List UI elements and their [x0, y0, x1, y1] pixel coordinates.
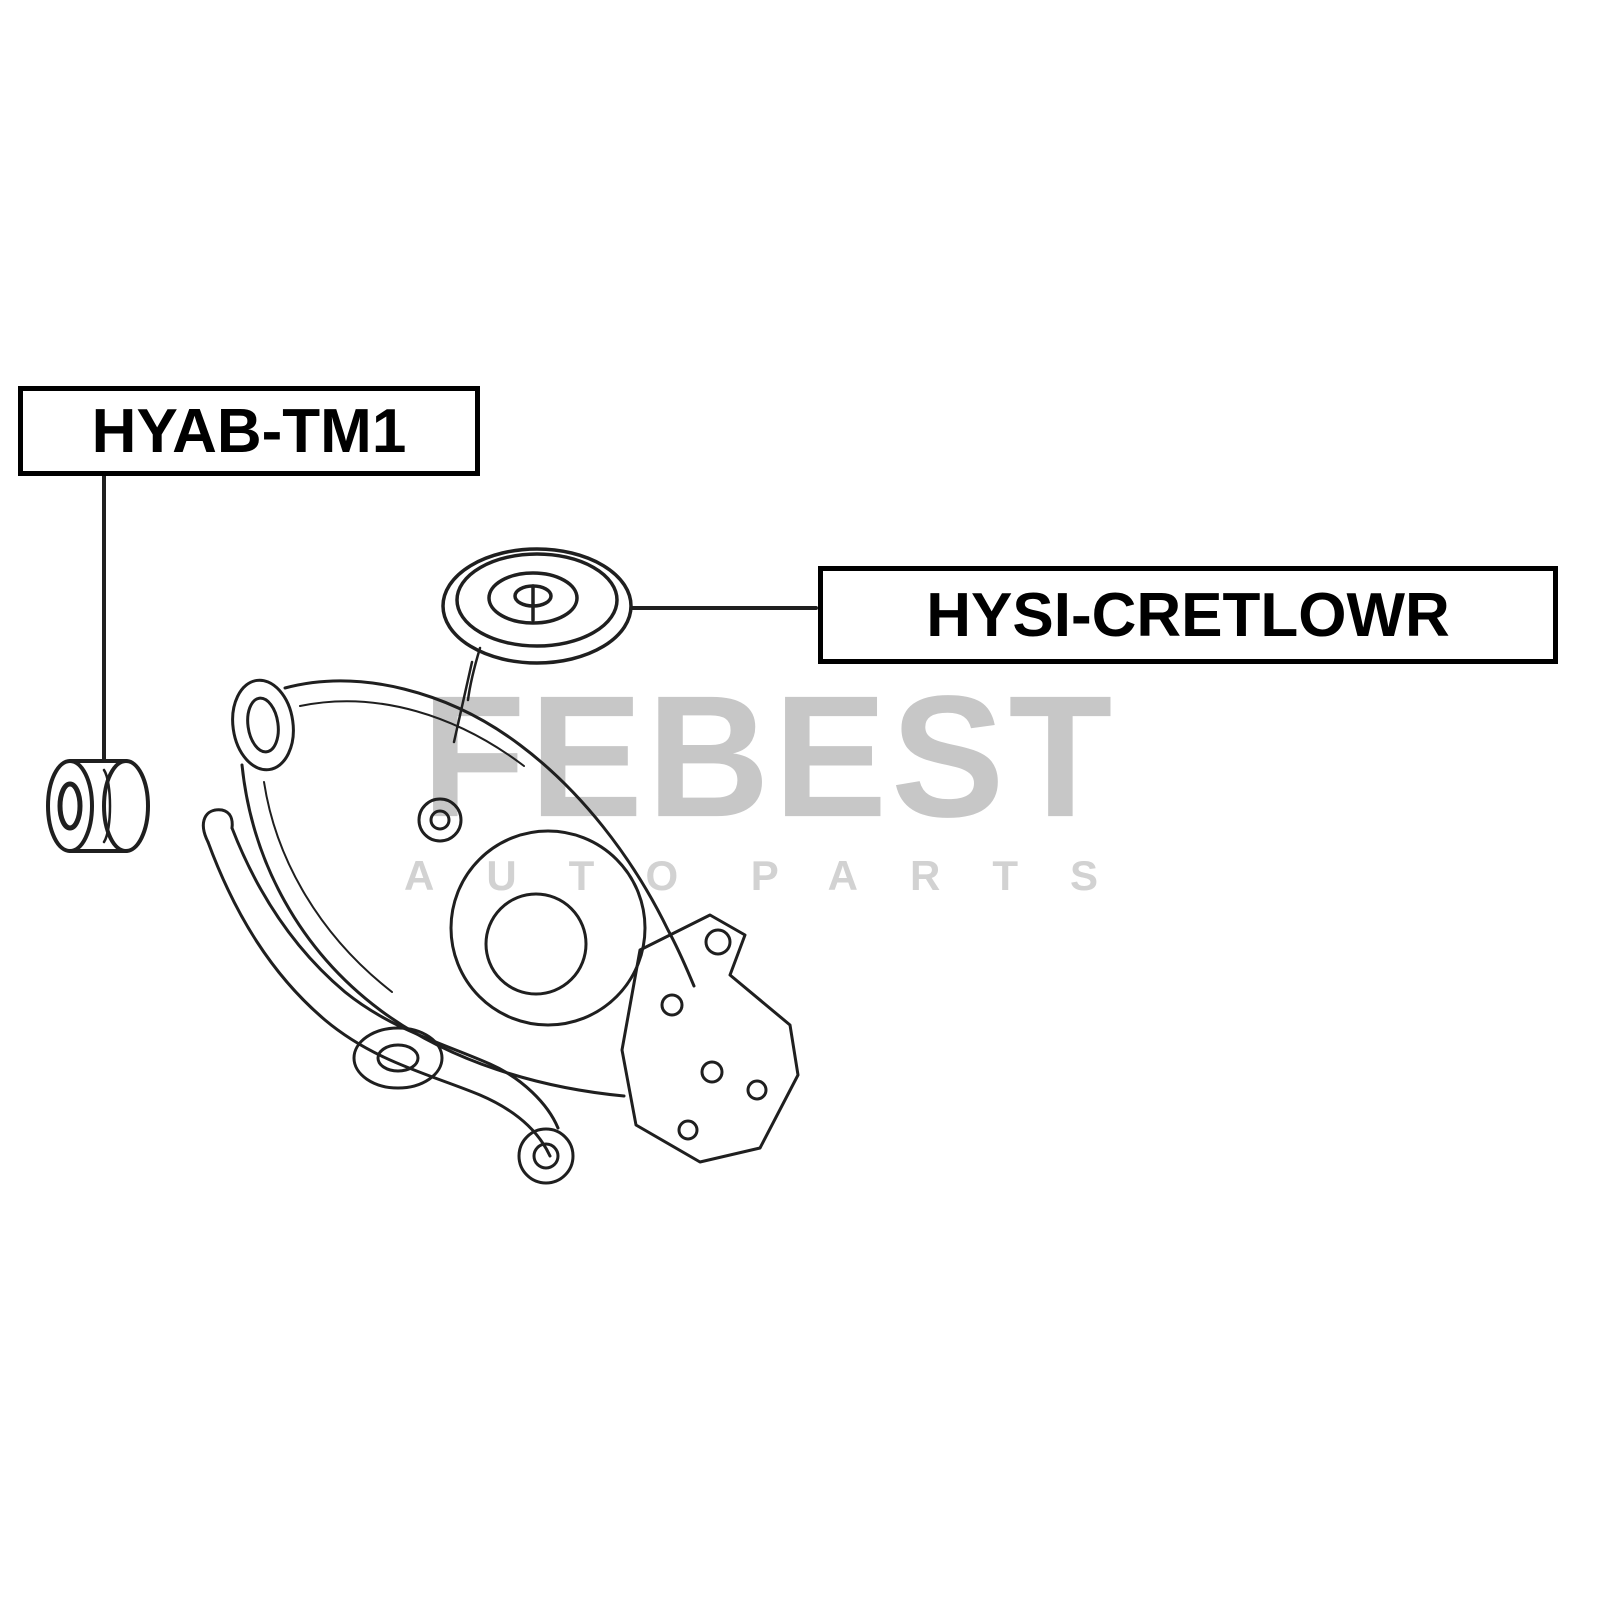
watermark-subtitle-right: PARTS — [750, 852, 1150, 899]
part-label-hyab-tm1: HYAB-TM1 — [18, 386, 480, 476]
control-arm-drawing — [231, 678, 800, 1164]
link-arm-drawing — [202, 808, 575, 1185]
leader-lines — [102, 466, 818, 762]
part-label-hysi-cretlowr: HYSI-CRETLOWR — [818, 566, 1558, 664]
part-number-text-hysi: HYSI-CRETLOWR — [926, 580, 1450, 650]
bushing-drawing — [46, 759, 150, 853]
arm-bracket-drawing — [620, 913, 800, 1164]
watermark-subtitle-left: AUTO — [404, 852, 731, 899]
part-number-text-hyab: HYAB-TM1 — [91, 396, 407, 466]
watermark-subtitle: AUTO PARTS — [404, 852, 1150, 900]
spring-insulator-drawing — [441, 547, 633, 744]
